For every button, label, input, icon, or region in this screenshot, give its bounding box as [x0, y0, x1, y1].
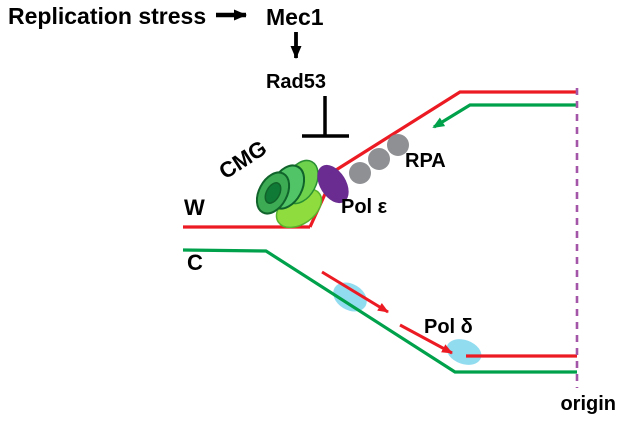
origin-label: origin: [560, 393, 616, 415]
pol-epsilon-label: Pol ε: [341, 196, 388, 218]
pol-delta-ellipse-2: [446, 339, 482, 365]
rpa-label: RPA: [405, 150, 446, 172]
replication-stress-label: Replication stress: [8, 3, 206, 29]
crick-strand-label: C: [187, 250, 203, 275]
cmg-label: CMG: [214, 135, 271, 184]
watson-strand-upper: [308, 90, 577, 228]
crick-strand: [182, 248, 577, 374]
okazaki-arrow-1: [321, 270, 389, 314]
rpa-circle-3: [387, 134, 409, 156]
rpa-circle-1: [349, 162, 371, 184]
pol-epsilon-ellipse: [317, 164, 349, 204]
mec1-label: Mec1: [266, 4, 324, 30]
nascent-leading-strand-arrow: [432, 103, 577, 129]
cmg-ring-hole: [264, 182, 282, 204]
okazaki-arrow-2: [399, 323, 453, 355]
pol-delta-label: Pol δ: [424, 316, 473, 338]
watson-strand-label: W: [184, 195, 205, 220]
pol-delta-ellipse-1: [333, 282, 367, 312]
rad53-label: Rad53: [266, 71, 326, 93]
rpa-circle-2: [368, 148, 390, 170]
